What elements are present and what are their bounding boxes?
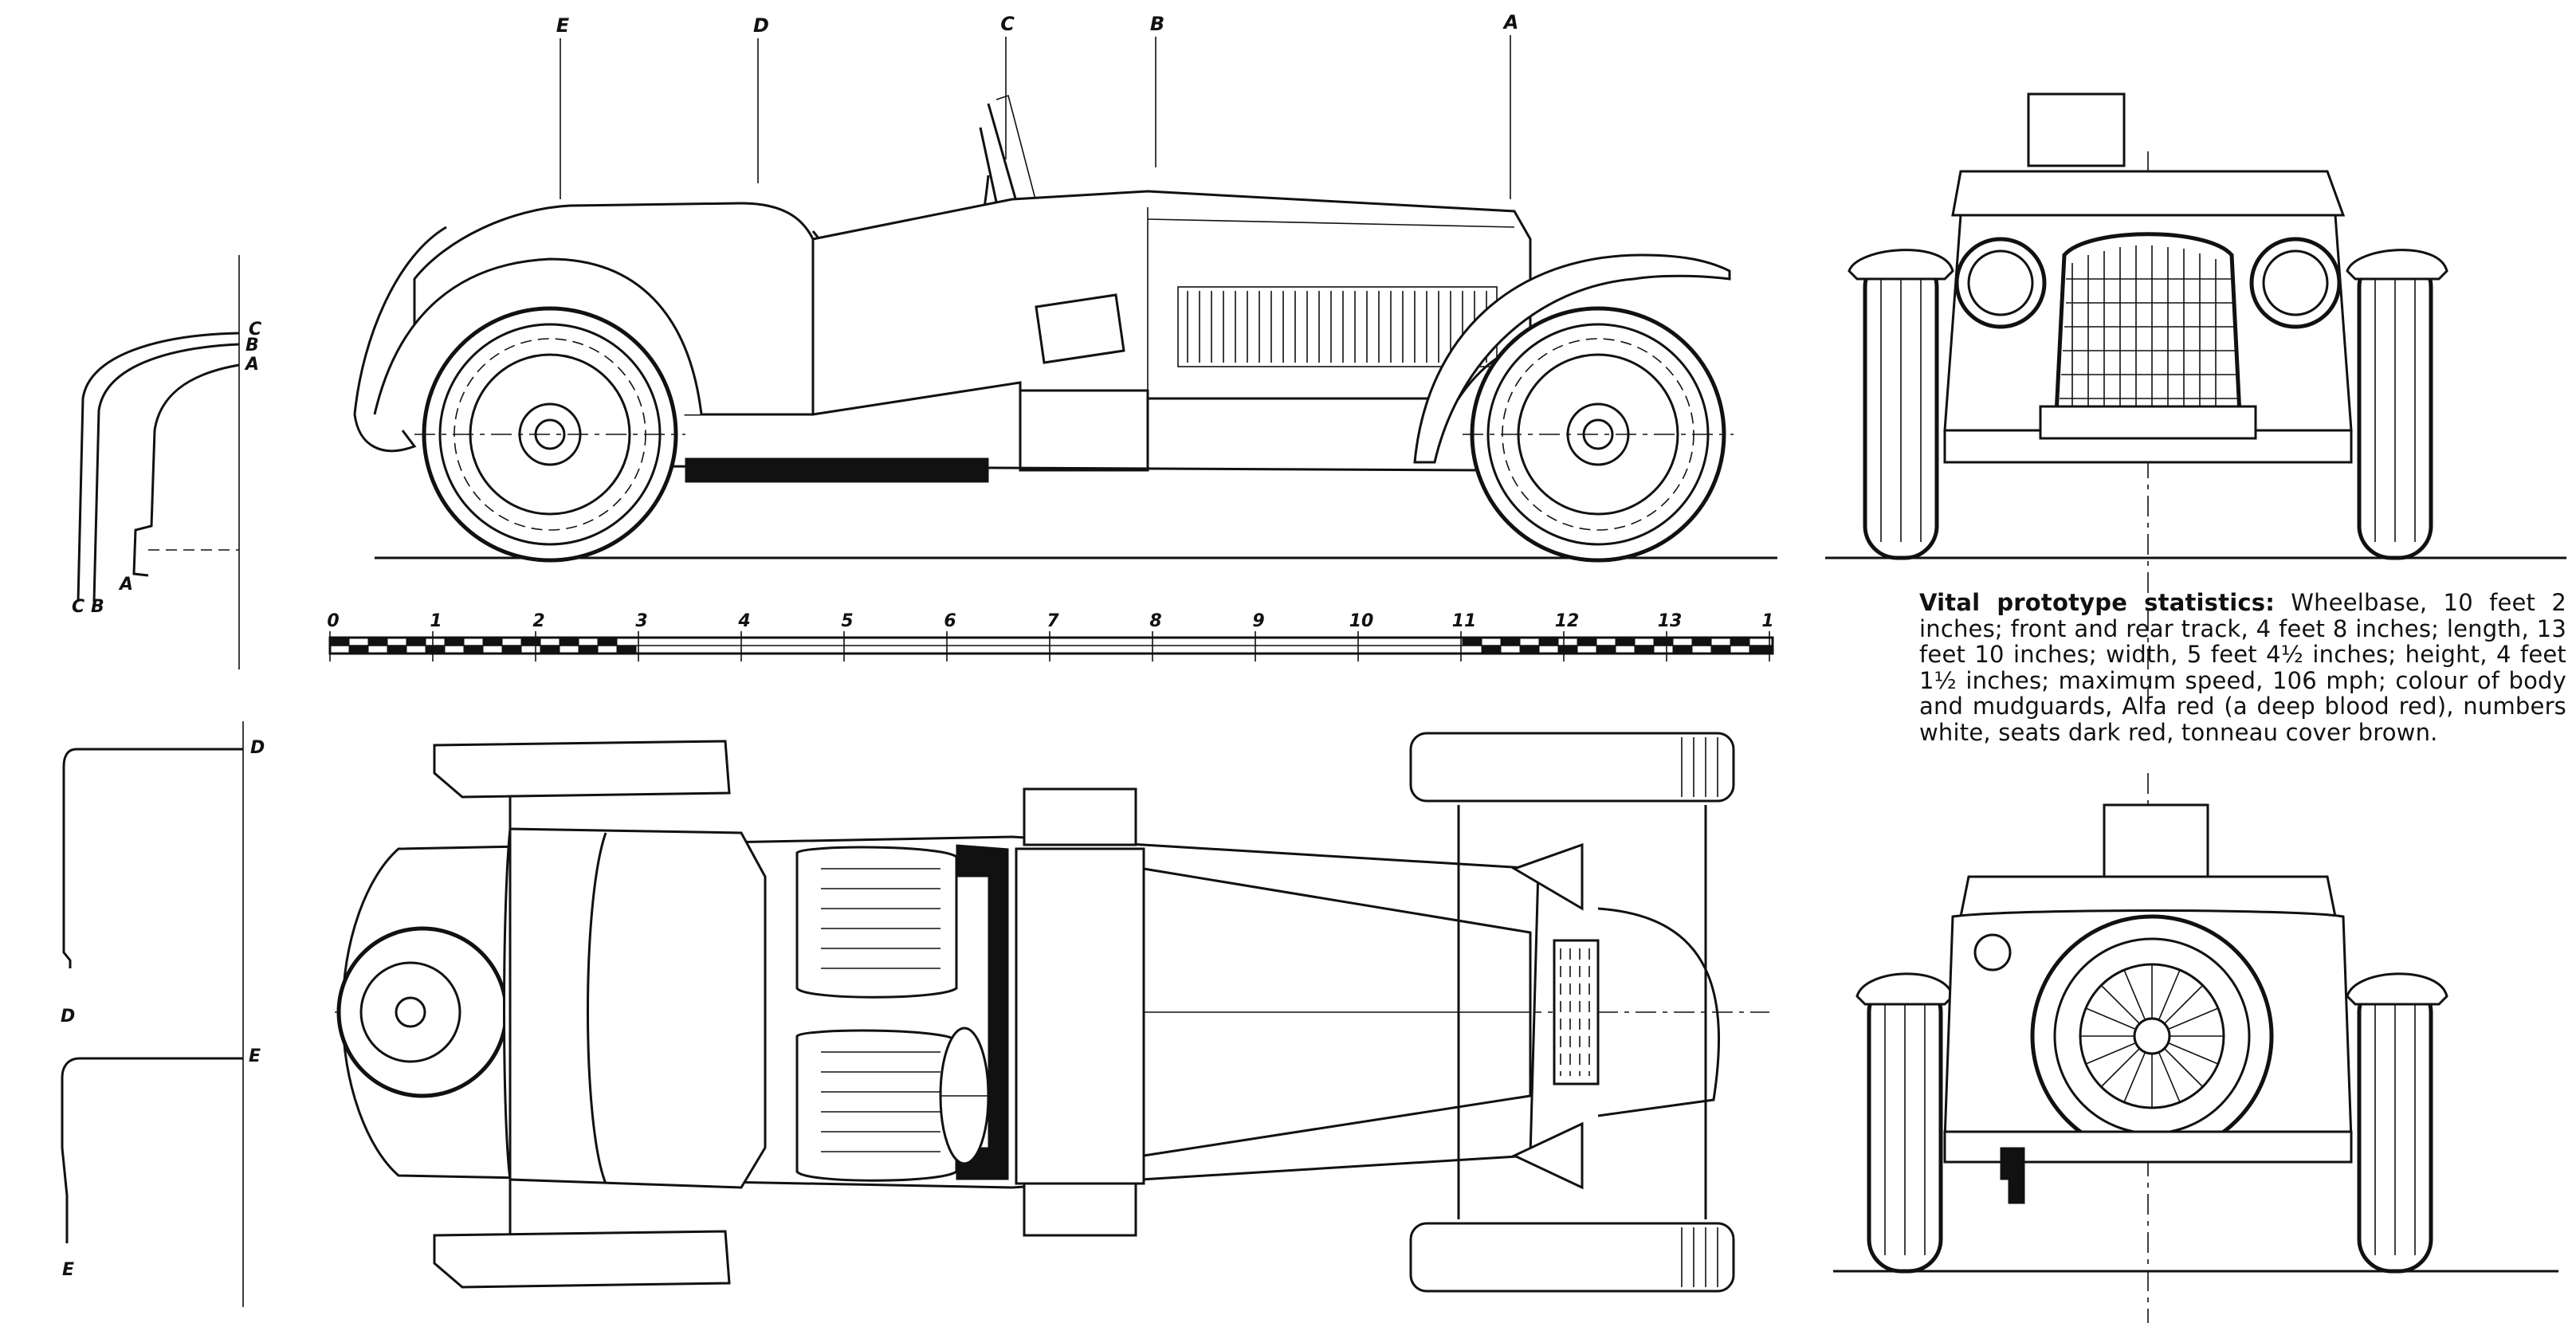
front-windscreen [2027, 92, 2126, 167]
seat-passenger [795, 1029, 958, 1182]
scale-label-6: 6 [944, 611, 956, 631]
spare-wheel-hub [395, 996, 426, 1028]
bonnet-body [811, 190, 1532, 416]
front-tyre-tread [1681, 737, 1718, 1287]
rear-mudguard-left [1855, 972, 1954, 1006]
scale-checker-right [1462, 637, 1773, 654]
scale-label-1: 1 [430, 611, 442, 631]
front-mudguard-left [1848, 249, 1954, 281]
section-e-outline [61, 1057, 243, 1243]
fuel-filler-cap [1973, 933, 2012, 972]
front-elevation-view [1825, 92, 2566, 701]
section-label-a: A [1502, 11, 1519, 33]
profile-label-c: C [249, 320, 261, 340]
stats-body: Wheelbase, 10 feet 2 inches; front and r… [1919, 589, 2566, 746]
running-board-step [1019, 389, 1149, 472]
spare-wheel-rim [359, 961, 461, 1063]
scale-label-0: 0 [327, 611, 339, 631]
section-label-d-left: D [61, 1007, 75, 1027]
profile-label-c-bottom: C [72, 597, 84, 617]
front-wheel [1463, 306, 1734, 563]
radiator-grille [2054, 232, 2242, 417]
rear-wheel [414, 306, 685, 563]
headlamp-right-lens [2262, 249, 2329, 316]
louvre-lines [1187, 291, 1487, 363]
front-tyre-grooves [1880, 271, 2416, 542]
side-badge [1035, 293, 1125, 364]
section-label-b: B [1150, 13, 1164, 35]
plan-view [335, 732, 1769, 1293]
rear-elevation-view [1833, 773, 2558, 1323]
chassis-shadow [685, 457, 989, 483]
vital-statistics-text: Vital prototype statistics: Wheelbase, 1… [1919, 590, 2566, 745]
scale-label-8: 8 [1149, 611, 1161, 631]
front-cowl [1951, 170, 2346, 217]
profile-sections-de: D D E E [61, 721, 265, 1307]
scale-label-2: 2 [532, 611, 544, 631]
profile-curve-c [77, 332, 240, 603]
front-mudguard [1413, 253, 1731, 464]
rear-spare-hub [2133, 1017, 2171, 1055]
plan-headlamp-bottom [1511, 1121, 1584, 1190]
scale-label-3: 3 [635, 611, 647, 631]
scale-label-13: 13 [1658, 611, 1683, 631]
scale-label-11: 11 [1452, 611, 1477, 631]
scale-ticks [329, 631, 1770, 662]
profile-label-b: B [245, 336, 259, 355]
scale-labels: 0 1 2 3 4 5 6 7 8 9 10 11 12 13 1 [327, 611, 1773, 631]
front-apron [1597, 907, 1721, 1117]
profile-sections-abc: C B A C B A [72, 255, 261, 669]
plan-step-bottom [1023, 1178, 1137, 1237]
section-markers-top: E D C B A [556, 11, 1518, 199]
scale-label-4: 4 [737, 611, 750, 631]
radiator-core [1560, 948, 1590, 1076]
scale-bar: 0 1 2 3 4 5 6 7 8 9 10 11 12 13 1 [327, 611, 1774, 662]
plan-radiator [1553, 939, 1600, 1085]
seat-driver [795, 846, 958, 999]
bonnet-louvres [1177, 286, 1498, 367]
plan-headlamp-top [1511, 842, 1584, 911]
front-mudguard-right [2346, 249, 2448, 281]
side-elevation-view [353, 94, 1777, 563]
bonnet-top-rivets [1147, 218, 1515, 228]
spare-wheel-tyre [336, 926, 509, 1098]
profile-label-b-bottom: B [91, 597, 104, 617]
section-label-d-right: D [250, 738, 265, 758]
scale-label-5: 5 [841, 611, 853, 631]
section-label-e: E [556, 14, 570, 37]
tonneau-cover [503, 827, 767, 1189]
rear-windscreen [2103, 803, 2209, 878]
scale-label-12: 12 [1555, 611, 1580, 631]
scale-label-9: 9 [1252, 611, 1264, 631]
plan-front-wheel-bottom [1409, 1222, 1735, 1293]
section-d-outline [62, 748, 243, 968]
scale-label-14: 1 [1761, 611, 1773, 631]
rear-mudguard-right [2346, 972, 2448, 1006]
scale-label-10: 10 [1349, 611, 1374, 631]
grille-mesh [2060, 245, 2240, 410]
stats-heading: Vital prototype statistics: [1919, 589, 2275, 616]
section-label-c: C [1000, 13, 1015, 35]
rear-tyre-grooves [1884, 996, 2416, 1255]
plan-rear-wheel-top [433, 740, 731, 799]
profile-curve-b [92, 343, 240, 603]
profile-label-a: A [244, 355, 259, 375]
tonneau-fold [587, 832, 607, 1184]
exhaust-pipe [2008, 1147, 2025, 1204]
profile-label-a-bottom: A [118, 575, 133, 595]
section-label-e-left: E [62, 1260, 74, 1280]
profile-curve-a [132, 363, 240, 577]
scale-checker-left [329, 637, 637, 654]
front-bumper [2039, 405, 2257, 440]
plan-rear-wheel-bottom [433, 1230, 731, 1289]
section-label-d: D [753, 14, 769, 37]
section-label-e-right: E [249, 1046, 261, 1066]
plan-front-wheel-top [1409, 732, 1735, 803]
scale-label-7: 7 [1046, 611, 1059, 631]
plan-scuttle [1015, 847, 1145, 1185]
plan-step-top [1023, 787, 1137, 846]
headlamp-left-lens [1967, 249, 2034, 316]
